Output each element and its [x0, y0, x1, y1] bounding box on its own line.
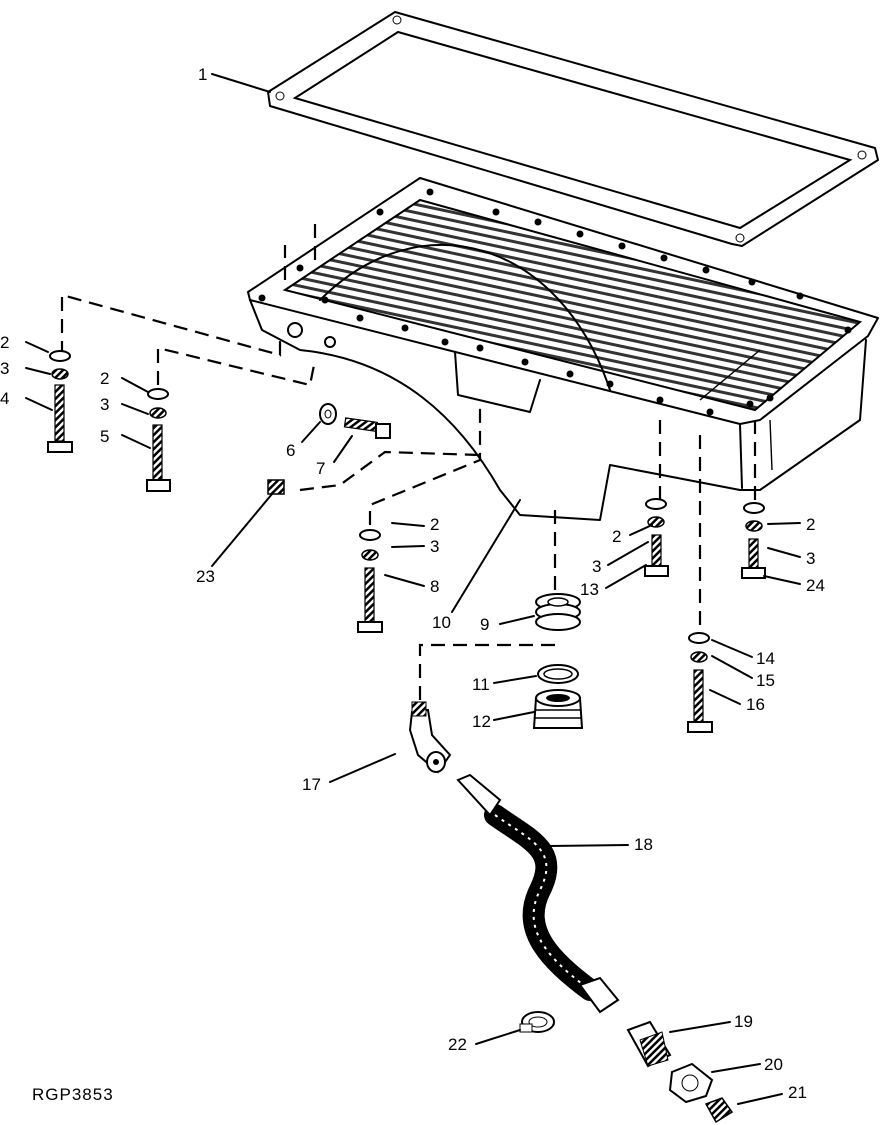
hardware-left-2 [146, 388, 171, 492]
callout-9: 9 [480, 615, 489, 634]
callout-7: 7 [316, 459, 325, 478]
callout-17: 17 [302, 775, 321, 794]
callout-19: 19 [734, 1012, 753, 1031]
callout-2-left2: 2 [100, 369, 109, 388]
callout-3-left2: 3 [100, 395, 109, 414]
hardware-right-2 [741, 502, 766, 579]
callout-24: 24 [806, 576, 825, 595]
callout-11: 11 [472, 675, 490, 694]
callout-22: 22 [448, 1035, 467, 1054]
clamp-22 [519, 1011, 555, 1033]
seal-ring-11 [537, 664, 579, 684]
callout-20: 20 [764, 1055, 783, 1074]
callout-3-left: 3 [0, 359, 9, 378]
assembly-lines [60, 218, 757, 700]
callout-labels: 1 2 3 4 2 3 5 6 7 23 2 3 8 10 9 11 12 2 … [0, 65, 825, 1104]
callout-12: 12 [472, 712, 491, 731]
callout-2-left: 2 [0, 333, 9, 352]
oil-pan [247, 177, 879, 521]
callout-2-right2: 2 [806, 515, 815, 534]
spring-9 [535, 593, 581, 631]
figure-code: RGP3853 [32, 1085, 114, 1104]
callout-21: 21 [788, 1083, 807, 1102]
hardware-right-1 [644, 498, 669, 577]
hardware-left-1 [47, 350, 73, 453]
callout-13: 13 [580, 580, 599, 599]
callout-10: 10 [432, 613, 451, 632]
callout-2-right1: 2 [612, 527, 621, 546]
callout-2-center: 2 [430, 515, 439, 534]
callout-3-right2: 3 [806, 549, 815, 568]
plug-23 [267, 479, 285, 495]
bolt-7 [343, 417, 391, 439]
leader-lines [25, 73, 801, 1105]
callout-1: 1 [198, 65, 207, 84]
callout-23: 23 [196, 567, 215, 586]
hardware-center [357, 529, 383, 633]
callout-3-right1: 3 [592, 557, 601, 576]
callout-18: 18 [634, 835, 653, 854]
hardware-right-3 [687, 632, 713, 733]
callout-3-center: 3 [430, 537, 439, 556]
nut-20 [668, 1062, 714, 1104]
callout-15: 15 [756, 671, 775, 690]
callout-8: 8 [430, 577, 439, 596]
callout-14: 14 [756, 649, 775, 668]
hose-18 [456, 773, 620, 1014]
gasket [267, 11, 879, 247]
callout-6: 6 [286, 441, 295, 460]
fitting-19 [626, 1020, 672, 1068]
callout-5: 5 [100, 427, 109, 446]
elbow-17 [408, 701, 452, 774]
washer-6 [319, 403, 337, 425]
plug-12 [532, 689, 584, 729]
cap-21 [704, 1097, 734, 1124]
callout-4: 4 [0, 389, 9, 408]
callout-16: 16 [746, 695, 765, 714]
